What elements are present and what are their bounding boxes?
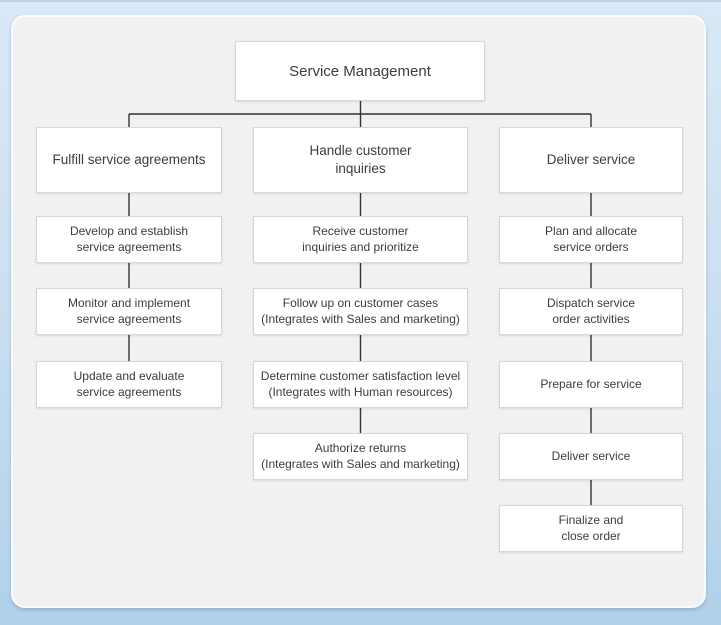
node-update-and-evaluate-service-agreements: Update and evaluate service agreements: [36, 361, 222, 408]
node-authorize-returns: Authorize returns (Integrates with Sales…: [253, 433, 468, 480]
node-handle-customer-inquiries: Handle customer inquiries: [253, 127, 468, 193]
node-monitor-and-implement-service-agreements: Monitor and implement service agreements: [36, 288, 222, 335]
node-fulfill-service-agreements: Fulfill service agreements: [36, 127, 222, 193]
node-finalize-and-close-order: Finalize and close order: [499, 505, 683, 552]
node-receive-customer-inquiries: Receive customer inquiries and prioritiz…: [253, 216, 468, 263]
top-edge-divider: [0, 0, 721, 2]
node-develop-and-establish-service-agreements: Develop and establish service agreements: [36, 216, 222, 263]
node-determine-customer-satisfaction: Determine customer satisfaction level (I…: [253, 361, 468, 408]
node-plan-and-allocate-service-orders: Plan and allocate service orders: [499, 216, 683, 263]
node-prepare-for-service: Prepare for service: [499, 361, 683, 408]
node-follow-up-on-customer-cases: Follow up on customer cases (Integrates …: [253, 288, 468, 335]
node-deliver-service-step: Deliver service: [499, 433, 683, 480]
node-deliver-service: Deliver service: [499, 127, 683, 193]
node-service-management: Service Management: [235, 41, 485, 101]
node-dispatch-service-order-activities: Dispatch service order activities: [499, 288, 683, 335]
